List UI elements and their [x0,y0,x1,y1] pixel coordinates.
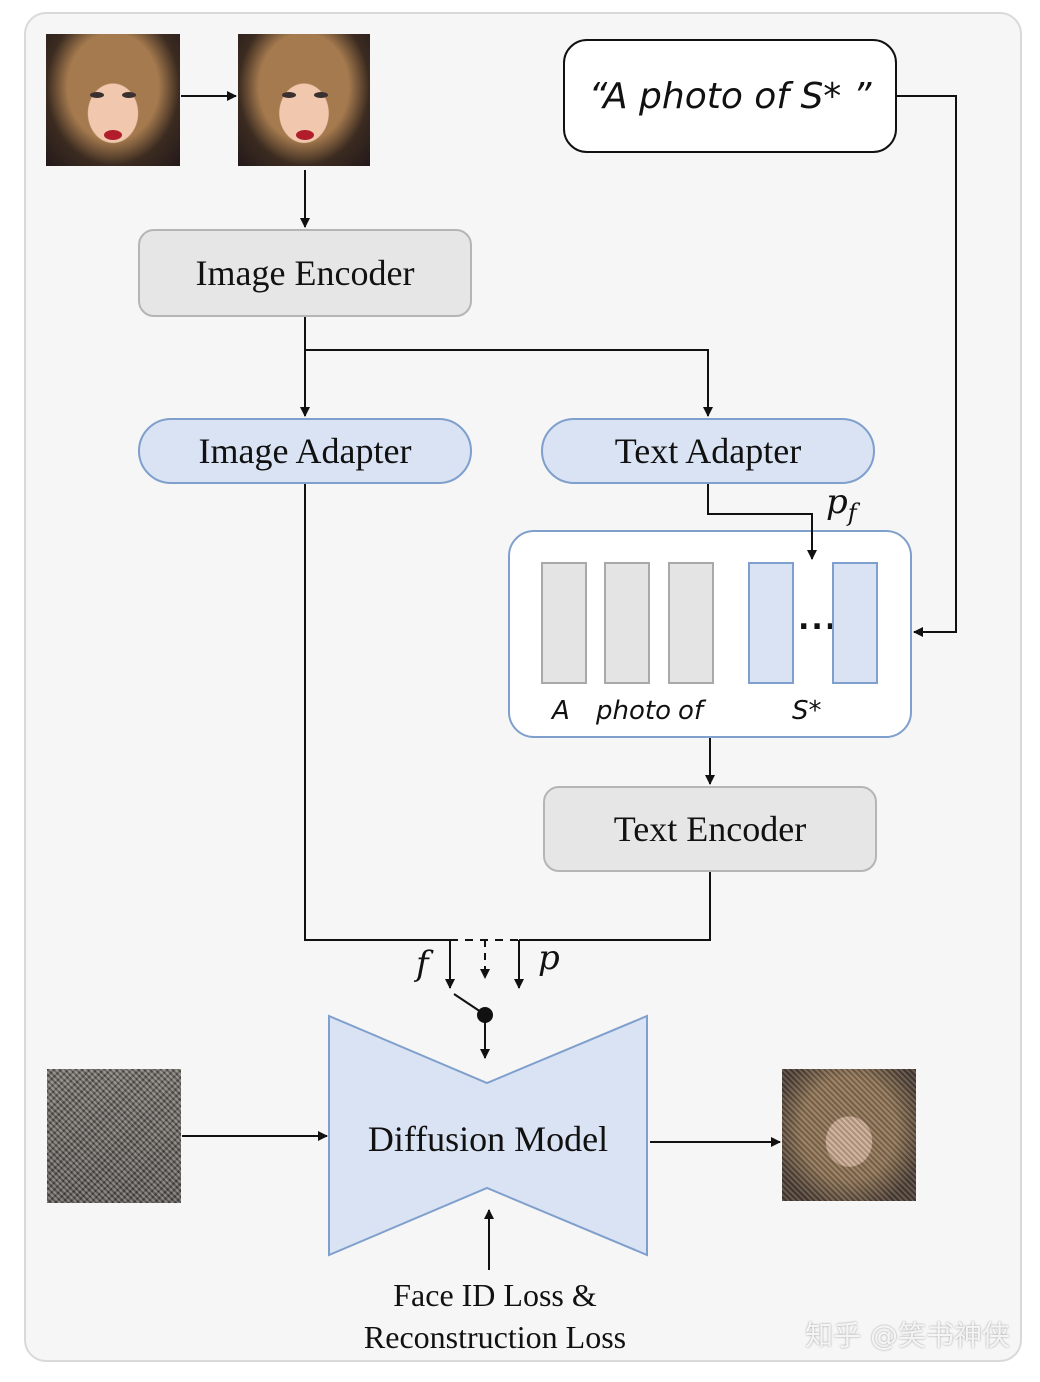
diffusion-model-label-wrap: Diffusion Model [340,1112,636,1166]
input-face-image [46,34,180,166]
output-face-image [782,1069,916,1201]
token-label-a: A [552,696,570,726]
token-s-star-2 [832,562,878,684]
token-ellipsis: ... [798,602,839,637]
token-label-s-star: S* [792,696,822,726]
wire-image-adapter-to-fusion [304,484,450,941]
wire-text-encoder-to-fusion [519,872,711,941]
p-label: p [538,938,560,978]
image-adapter-label: Image Adapter [198,431,412,471]
image-adapter-box: Image Adapter [138,418,472,484]
diffusion-model-label: Diffusion Model [367,1119,609,1159]
wire-prompt-to-tokens [897,95,957,637]
token-of [668,562,714,684]
diffusion-model-shape [328,1014,648,1257]
pf-subscript: f [847,498,857,527]
text-encoder-box: Text Encoder [543,786,877,872]
token-label-of: of [678,696,704,726]
text-adapter-label: Text Adapter [614,431,802,471]
token-photo [604,562,650,684]
image-encoder-label: Image Encoder [195,253,415,293]
switch-node [477,1007,493,1023]
loss-text: Face ID Loss & Reconstruction Loss [300,1274,690,1358]
text-encoder-label: Text Encoder [613,809,807,849]
prompt-text: “A photo of S* ” [588,75,872,117]
token-label-photo: photo [596,696,671,726]
f-label: f [416,944,429,984]
token-s-star-1 [748,562,794,684]
image-encoder-box: Image Encoder [138,229,472,317]
noise-input-image [47,1069,181,1203]
watermark: 知乎 @笑书神侠 [805,1319,1010,1352]
loss-line-2: Reconstruction Loss [363,1319,627,1355]
prompt-box: “A photo of S* ” [563,39,897,153]
wire-to-text-adapter [305,349,713,417]
token-embedding-panel: ... A photo of S* [508,530,912,738]
token-a [541,562,587,684]
loss-line-1: Face ID Loss & [393,1277,597,1313]
cropped-face-image [238,34,370,166]
text-adapter-box: Text Adapter [541,418,875,484]
pf-label: pf [826,482,857,527]
pf-main: p [826,482,848,522]
wire-text-adapter-to-token [707,484,817,560]
